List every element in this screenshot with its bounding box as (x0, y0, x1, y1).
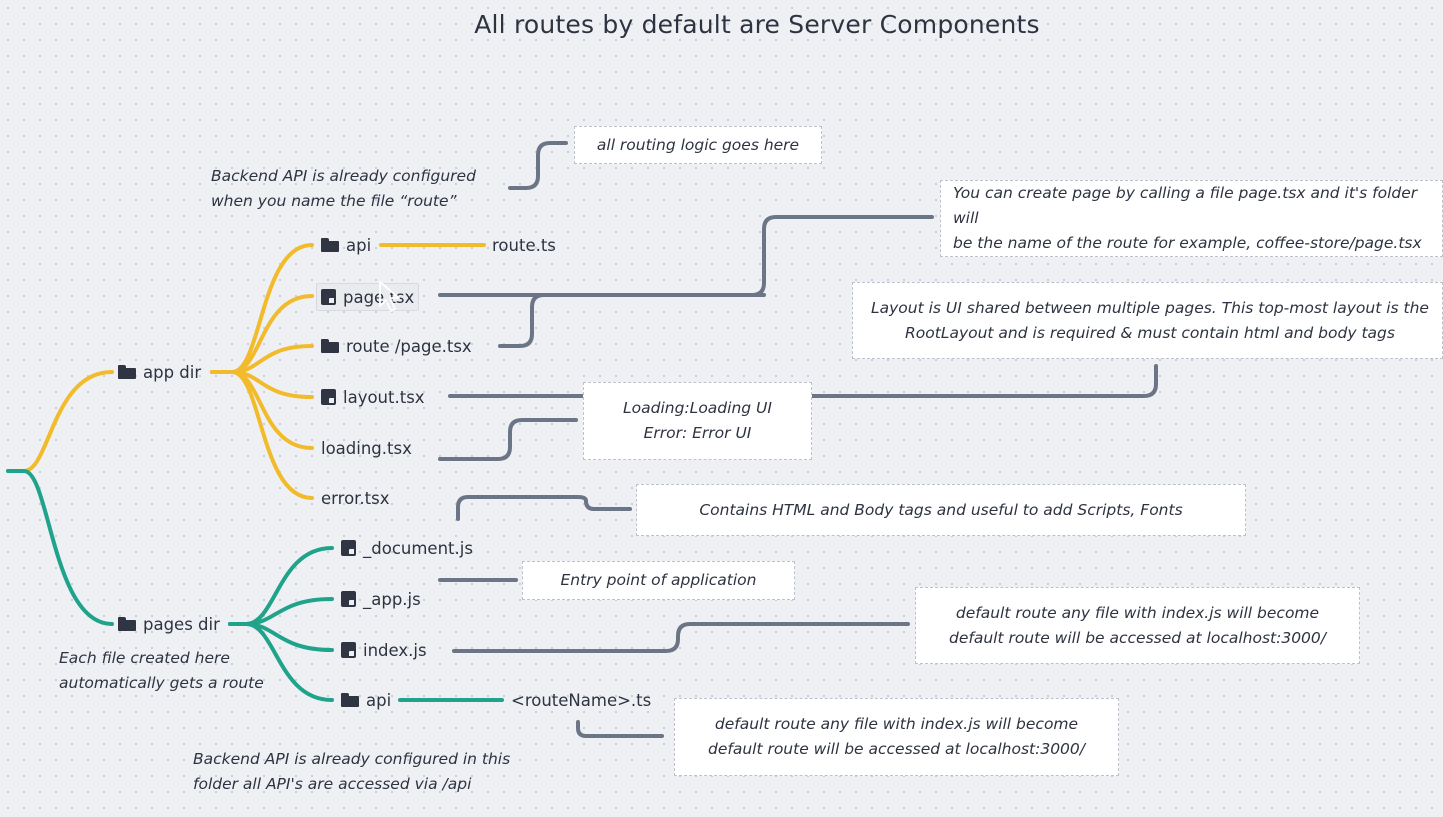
arrow-route-page (498, 293, 766, 348)
app-dir-connectors (210, 243, 486, 500)
document-js-node[interactable]: _document.js (341, 535, 473, 561)
arrow-layout (448, 364, 1158, 398)
box-loading: Loading:Loading UI Error: Error UI (583, 382, 812, 460)
folder-icon (321, 339, 339, 353)
page-tsx-label: page.tsx (343, 287, 415, 307)
mouse-cursor-icon (379, 281, 400, 312)
folder-icon (321, 238, 339, 252)
loading-tsx-node[interactable]: loading.tsx (321, 435, 412, 461)
route-name-node[interactable]: <routeName>.ts (511, 687, 651, 713)
diagram-title: All routes by default are Server Compone… (474, 10, 1040, 39)
root-connector-pages (6, 469, 114, 626)
route-page-node[interactable]: route /page.tsx (321, 333, 472, 359)
arrow-api-route (576, 720, 664, 738)
route-ts-label: route.ts (492, 235, 556, 255)
index-js-label: index.js (363, 640, 427, 660)
arrow-document (456, 495, 632, 521)
note-backend-app: Backend API is already configured when y… (211, 167, 476, 210)
folder-icon (118, 365, 136, 379)
file-icon (341, 591, 356, 607)
pages-dir-node[interactable]: pages dir (118, 611, 220, 637)
loading-tsx-label: loading.tsx (321, 438, 412, 458)
app-dir-label: app dir (143, 362, 202, 382)
app-js-label: _app.js (363, 589, 421, 609)
box-layout: Layout is UI shared between multiple pag… (852, 282, 1443, 359)
folder-icon (118, 617, 136, 631)
note-each-file: Each file created here automatically get… (59, 649, 264, 692)
arrow-routing (508, 141, 568, 190)
layout-tsx-label: layout.tsx (343, 387, 425, 407)
box-document: Contains HTML and Body tags and useful t… (636, 484, 1246, 536)
app-api-label: api (346, 235, 372, 255)
document-js-label: _document.js (363, 538, 473, 558)
file-icon (321, 389, 336, 405)
pages-api-label: api (366, 690, 392, 710)
route-page-label: route /page.tsx (346, 336, 472, 356)
app-js-node[interactable]: _app.js (341, 586, 421, 612)
box-api-route: default route any file with index.js wil… (674, 698, 1119, 776)
note-backend-pages: Backend API is already configured in thi… (193, 750, 511, 793)
box-entry: Entry point of application (522, 561, 795, 600)
index-js-node[interactable]: index.js (341, 637, 427, 663)
pages-dir-connectors (228, 546, 504, 702)
pages-api-node[interactable]: api (341, 687, 391, 713)
error-tsx-label: error.tsx (321, 488, 390, 508)
arrow-loading (438, 418, 578, 461)
folder-icon (341, 693, 359, 707)
error-tsx-node[interactable]: error.tsx (321, 485, 390, 511)
route-name-label: <routeName>.ts (511, 690, 652, 710)
file-icon (341, 642, 356, 658)
arrow-index (452, 622, 910, 653)
layout-tsx-node[interactable]: layout.tsx (321, 384, 425, 410)
box-page: You can create page by calling a file pa… (940, 180, 1443, 257)
route-ts-node[interactable]: route.ts (492, 232, 556, 258)
app-dir-node[interactable]: app dir (118, 359, 201, 385)
file-icon (321, 289, 336, 305)
app-api-node[interactable]: api (321, 232, 371, 258)
box-routing: all routing logic goes here (574, 126, 822, 164)
root-connector (6, 370, 114, 473)
file-icon (341, 540, 356, 556)
box-index: default route any file with index.js wil… (915, 587, 1360, 664)
pages-dir-label: pages dir (143, 614, 220, 634)
page-tsx-node[interactable]: page.tsx (316, 283, 420, 311)
